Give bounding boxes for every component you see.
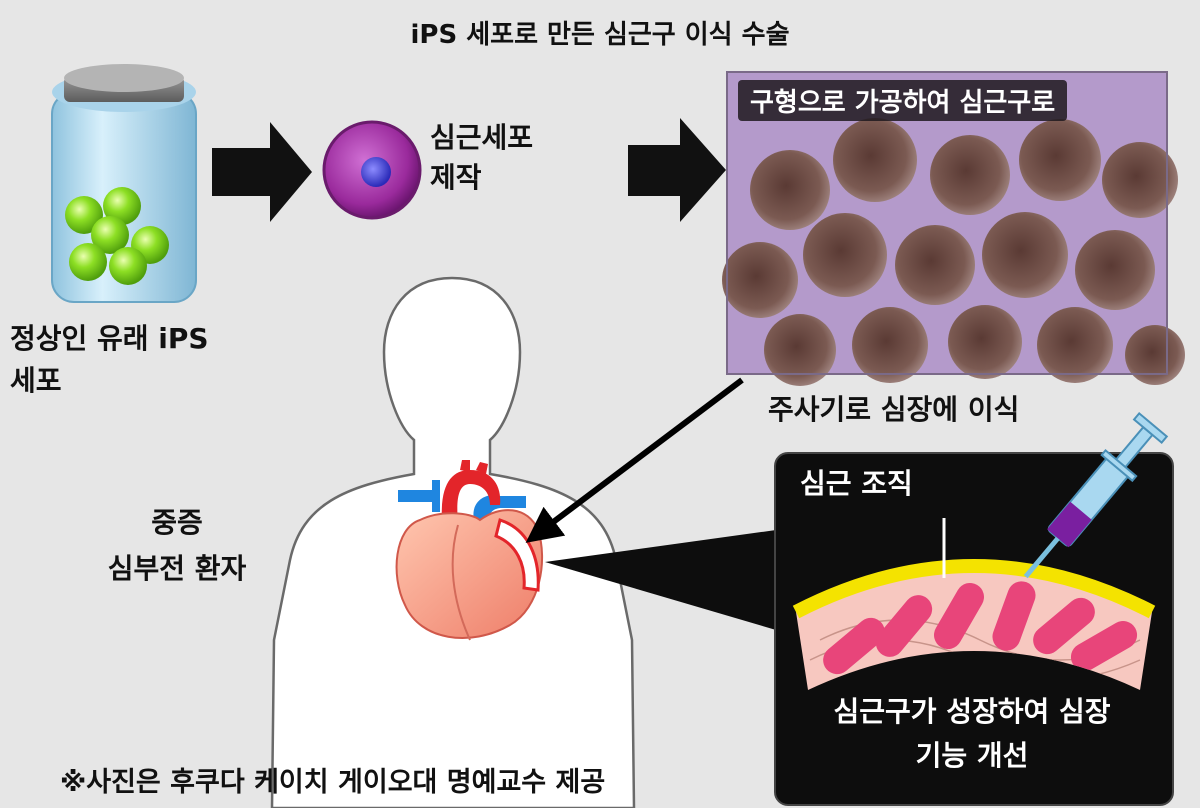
cardiomyocyte-cell-icon: [322, 120, 422, 220]
cardiomyocyte-label: 심근세포 제작: [430, 118, 533, 198]
cardiomyocyte-label-line2: 제작: [430, 161, 482, 194]
injection-label: 주사기로 심장에 이식: [768, 393, 1020, 426]
patient-label-line2: 심부전 환자: [107, 552, 247, 585]
syringe-icon: [1023, 411, 1169, 579]
patient-label-line1: 중증: [151, 506, 203, 539]
heart-icon: [395, 460, 544, 641]
diagram-title: iPS 세포로 만든 심근구 이식 수술: [410, 20, 790, 50]
result-label-line1: 심근구가 성장하여 심장: [833, 695, 1111, 728]
tissue-label: 심근 조직: [800, 467, 913, 500]
ips-cell-label-line2: 세포: [10, 364, 62, 397]
tissue-band: [792, 559, 1156, 690]
injection-arrow: [525, 377, 744, 543]
callout-wedge: [545, 530, 776, 630]
result-label-line2: 기능 개선: [915, 739, 1029, 772]
spheroid-label: 구형으로 가공하여 심근구로: [738, 80, 1068, 121]
result-label: 심근구가 성장하여 심장 기능 개선: [774, 690, 1170, 778]
patient-label: 중증 심부전 환자: [92, 500, 262, 592]
ips-cell-jar-icon: [51, 64, 197, 303]
process-arrow-2: [628, 118, 726, 222]
cardiomyocyte-label-line1: 심근세포: [430, 121, 534, 154]
process-arrow-1: [212, 122, 312, 222]
photo-credit: ※사진은 후쿠다 케이치 게이오대 명예교수 제공: [60, 767, 606, 798]
spheroid-micrograph: [722, 71, 1185, 386]
ips-cell-label-line1: 정상인 유래 iPS: [10, 322, 209, 355]
ips-cell-label: 정상인 유래 iPS 세포: [10, 318, 209, 402]
